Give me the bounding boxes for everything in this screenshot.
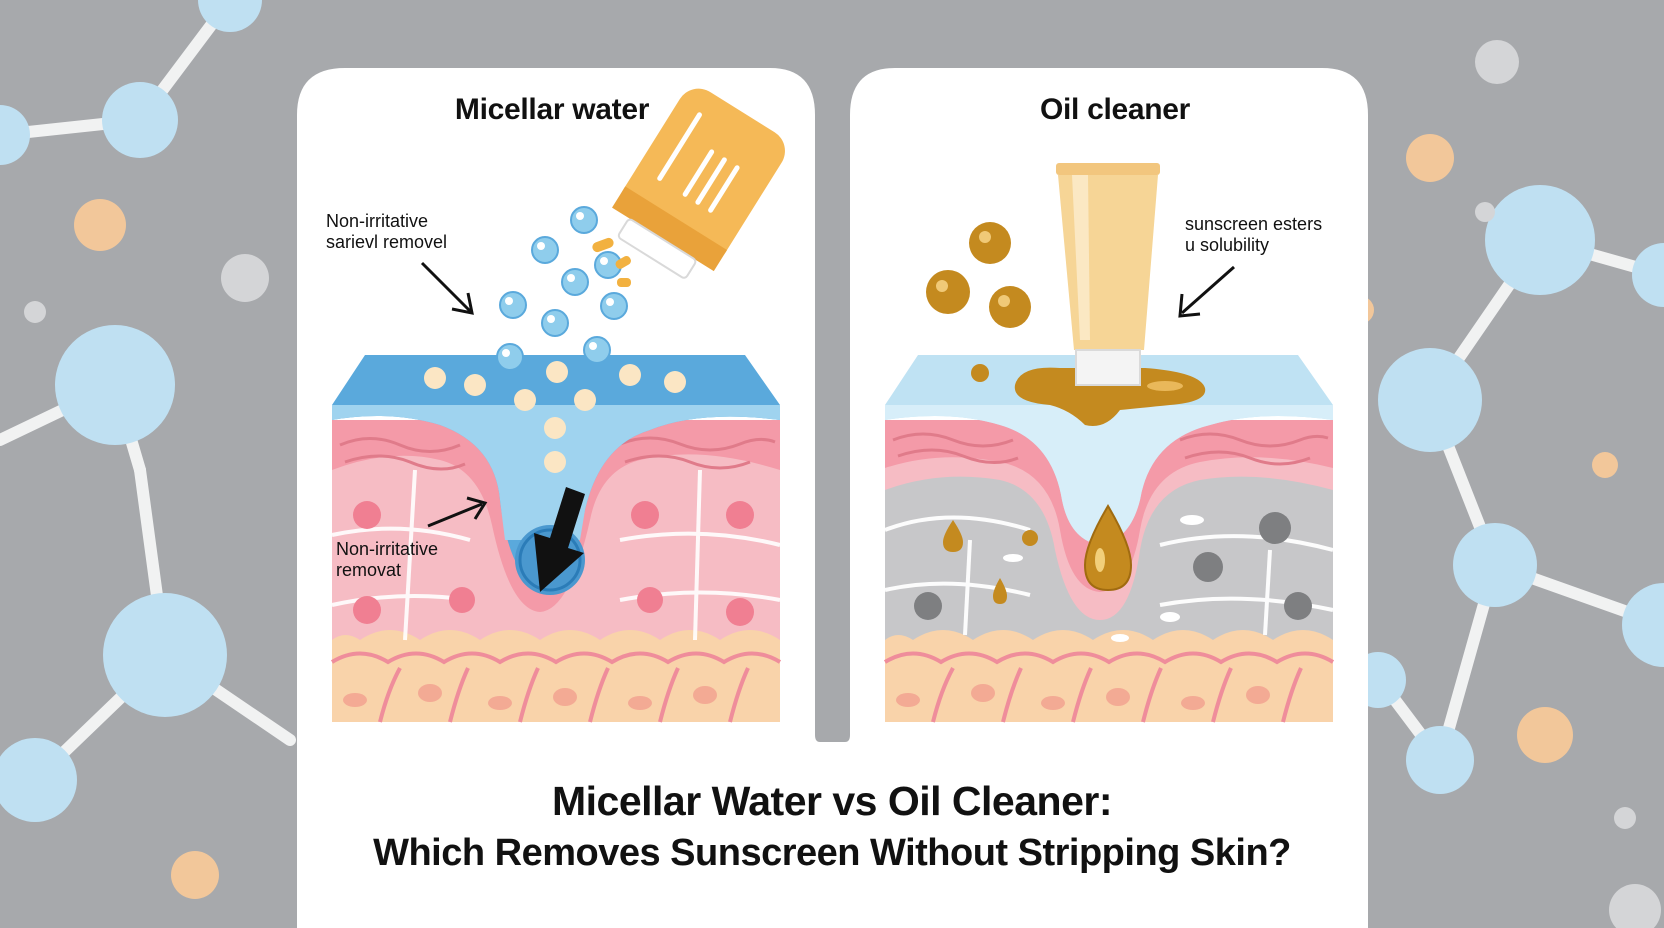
- oil-puddle: [1014, 367, 1206, 426]
- micelle-highlights: [502, 212, 614, 357]
- left-note-top: Non-irritative sarievl removel: [326, 211, 447, 253]
- left-panel-title: Micellar water: [454, 93, 650, 126]
- oil-tube-icon: [1056, 163, 1160, 386]
- left-note-top-line1: Non-irritative: [326, 211, 429, 231]
- right-note-top-line1: sunscreen esters: [1185, 214, 1323, 234]
- right-panel-title: Oil cleaner: [1039, 93, 1191, 126]
- right-note-top-line2: u solubility: [1185, 235, 1270, 255]
- bottle-pour-drops: [592, 237, 631, 287]
- oil-droplet-icon: [943, 364, 1133, 604]
- arrow-icon-mid-left: [427, 496, 488, 528]
- left-note-mid: Non-irritative removat: [336, 539, 438, 581]
- skin-base-layer-left: [330, 630, 782, 723]
- left-note-top-line2: sarievl removel: [326, 232, 448, 252]
- left-note-mid-line2: removat: [336, 560, 402, 580]
- micellar-bottle-icon: [612, 88, 785, 279]
- skin-surface-layer-right: [885, 355, 1333, 545]
- headline-title: Micellar Water vs Oil Cleaner:: [552, 778, 1112, 824]
- left-note-mid-line1: Non-irritative: [336, 539, 439, 559]
- skin-base-layer-right: [883, 630, 1335, 723]
- penetration-arrow-icon: [534, 487, 585, 592]
- headline-subtitle: Which Removes Sunscreen Without Strippin…: [373, 832, 1291, 874]
- arrow-icon-top-right: [1178, 265, 1235, 318]
- oil-bubbles: [926, 222, 1031, 328]
- right-note-top: sunscreen esters u solubility: [1185, 214, 1322, 256]
- arrow-icon-top-left: [420, 261, 474, 315]
